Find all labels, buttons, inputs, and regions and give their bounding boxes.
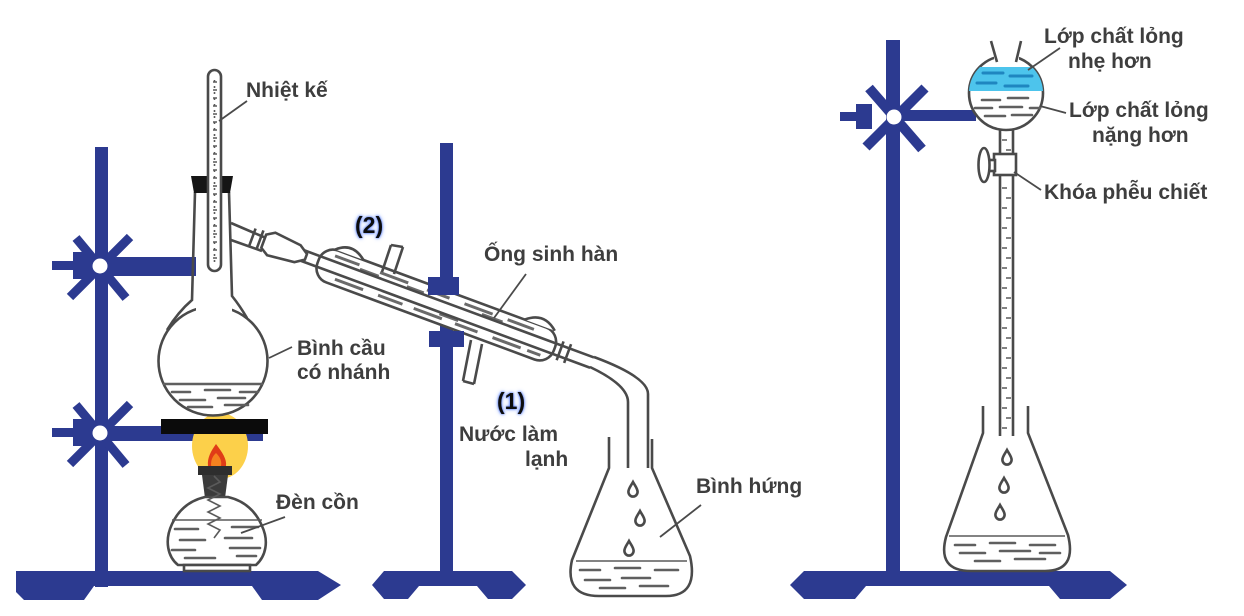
label-heavy-layer-line1: Lớp chất lỏng (1069, 99, 1209, 122)
right-stand (790, 40, 1127, 599)
adapter-ticks (555, 340, 573, 364)
lamp-cap (202, 475, 228, 498)
label-cooling-water-line1: Nước làm (459, 423, 558, 446)
water-outlet-port (380, 243, 405, 275)
clamp-knob (92, 258, 108, 274)
heavy-liquid-layer (973, 96, 1042, 118)
stopcock-handle (977, 146, 991, 184)
left-clamp-lower (52, 400, 263, 468)
leader-receiver (659, 504, 702, 538)
condenser (230, 221, 595, 386)
label-stopcock: Khóa phễu chiết (1044, 180, 1207, 204)
middle-stand-pole (440, 143, 453, 585)
joint-ticks (248, 228, 265, 250)
stopcock-body (992, 152, 1018, 177)
water-inlet-port (461, 339, 484, 386)
leader-condenser (493, 273, 527, 319)
clamp-knob (886, 109, 902, 125)
stopcock (977, 146, 1018, 184)
leader-heavy-layer (1039, 105, 1067, 114)
leader-stopcock (1013, 171, 1042, 191)
label-port-1: (1) (497, 388, 525, 414)
label-light-layer-line1: Lớp chất lỏng (1044, 25, 1184, 48)
lamp-foot (182, 563, 252, 573)
clamp-knob (92, 425, 108, 441)
middle-stand-base (372, 571, 526, 599)
jacket-hump-right (524, 316, 556, 332)
leader-lamp (240, 516, 286, 534)
jacket-hump-left (334, 246, 365, 261)
label-heavy-layer-line2: nặng hơn (1092, 124, 1189, 147)
distillation-flask (157, 176, 269, 417)
middle-stand (372, 143, 526, 599)
alcohol-lamp (166, 444, 268, 573)
label-port-2: (2) (355, 212, 383, 238)
label-lamp: Đèn cồn (276, 491, 359, 514)
right-clamp (840, 84, 976, 153)
label-thermometer: Nhiệt kế (246, 79, 328, 102)
flame-inner-orange (211, 453, 222, 469)
label-light-layer-line2: nhẹ hơn (1068, 50, 1152, 73)
label-flask-line1: Bình cầu (297, 337, 386, 360)
ground-joint (259, 231, 309, 264)
leader-light-layer (1027, 47, 1061, 71)
flask-neck (165, 191, 249, 331)
leader-flask (268, 346, 293, 359)
left-stand (16, 147, 341, 600)
support-platform (161, 419, 268, 434)
right-erlenmeyer-flask (942, 406, 1072, 573)
left-stand-pole (95, 147, 108, 587)
label-flask-line2: có nhánh (297, 361, 390, 384)
label-cooling-water-line2: lạnh (525, 448, 568, 471)
lamp-cap-flange (198, 466, 232, 475)
flask-liquid (170, 388, 260, 409)
right-stand-pole (886, 40, 900, 585)
middle-stand-clamps (428, 277, 464, 347)
condenser-water (334, 254, 541, 357)
label-receiver: Bình hứng (696, 475, 802, 498)
funnel-stem (998, 128, 1015, 436)
left-stand-base (16, 571, 341, 600)
funnel-bulb (967, 40, 1045, 132)
flask-bulb (157, 305, 269, 417)
delivery-tube (589, 355, 650, 468)
label-condenser: Ống sinh hàn (484, 242, 618, 266)
labels: Nhiệt kế Bình cầu có nhánh Đèn cồn Ống s… (218, 25, 1209, 538)
condenser-inner-tube (298, 248, 595, 369)
lamp-wick (206, 475, 222, 539)
left-clamp-upper (52, 233, 197, 301)
funnel-mouth (989, 40, 1023, 63)
receiver-flask (569, 437, 694, 598)
separating-funnel (942, 40, 1072, 573)
right-stand-base (790, 571, 1127, 599)
leader-thermometer (218, 100, 248, 122)
thermometer (206, 68, 223, 273)
